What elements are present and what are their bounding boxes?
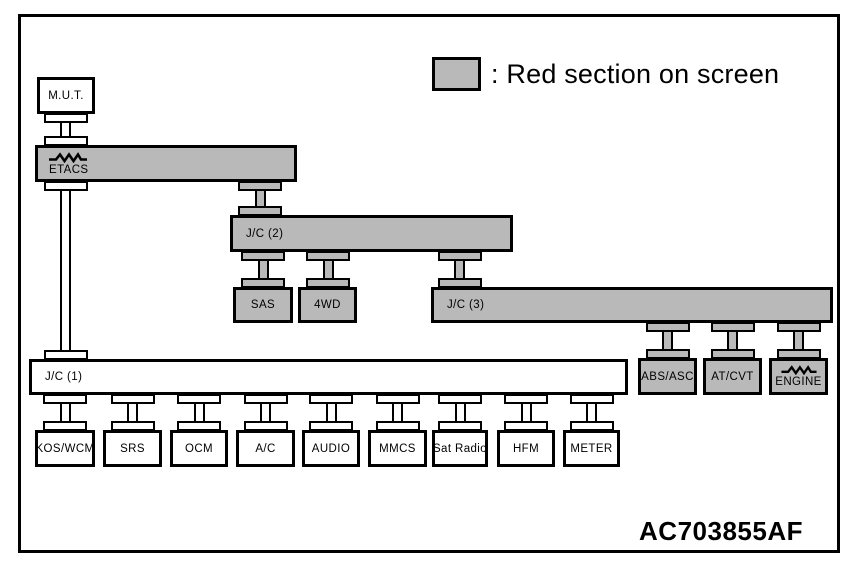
node-jc3-bar: J/C (3) <box>431 287 833 323</box>
connector-stub <box>43 394 87 404</box>
connector-pipe <box>454 260 465 279</box>
connector-stub <box>43 113 88 123</box>
connector-stub <box>710 322 755 332</box>
connector-pipe <box>586 403 597 422</box>
node-ac: A/C <box>236 430 295 467</box>
connector-stub <box>177 394 221 404</box>
connector-pipe <box>662 331 673 350</box>
resistor-zigzag-icon <box>49 151 87 163</box>
diagram-border <box>18 14 840 553</box>
node-jc3-label: J/C (3) <box>447 299 485 311</box>
node-srs: SRS <box>103 430 162 467</box>
connector-stub <box>438 394 482 404</box>
node-ocm: OCM <box>170 430 228 467</box>
connector-pipe <box>193 403 205 422</box>
resistor-zigzag-icon <box>780 365 817 375</box>
node-engine: ENGINE <box>769 358 828 395</box>
connector-stub <box>243 394 288 404</box>
connector-pipe <box>60 122 71 137</box>
connector-stub <box>776 322 821 332</box>
node-meter-label: METER <box>570 442 613 455</box>
node-hfm-label: HFM <box>512 442 540 455</box>
legend-label: : Red section on screen <box>491 58 780 89</box>
connector-pipe <box>325 403 337 422</box>
node-mmcs: MMCS <box>368 430 427 467</box>
node-jc2-bar: J/C (2) <box>230 215 513 252</box>
node-etacs-bar: ETACS <box>35 145 297 182</box>
node-kos-wcm-label: KOS/WCM <box>35 442 95 455</box>
node-audio-label: AUDIO <box>311 442 351 455</box>
connector-pipe <box>127 403 138 422</box>
connector-stub <box>504 394 548 404</box>
node-abs-asc: ABS/ASC <box>638 358 697 395</box>
connector-pipe <box>59 403 71 422</box>
connector-pipe <box>60 190 71 351</box>
node-mut-label: M.U.T. <box>48 89 84 102</box>
figure-code: AC703855AF <box>639 516 803 546</box>
node-engine-label: ENGINE <box>775 376 822 388</box>
connector-stub <box>306 251 350 261</box>
connector-stub <box>238 181 282 191</box>
node-sat-radio-label: Sat Radio <box>432 442 488 455</box>
node-hfm: HFM <box>497 430 555 467</box>
connector-stub <box>43 181 88 191</box>
legend-red-section-swatch <box>432 57 481 91</box>
connector-pipe <box>257 260 269 279</box>
node-mmcs-label: MMCS <box>379 442 416 455</box>
connector-pipe <box>254 190 266 207</box>
connector-pipe <box>322 260 334 279</box>
node-meter: METER <box>563 430 620 467</box>
node-jc2-label: J/C (2) <box>246 227 284 240</box>
node-at-cvt: AT/CVT <box>703 358 762 395</box>
connector-stub <box>375 394 420 404</box>
node-4wd-label: 4WD <box>314 299 341 311</box>
node-abs-asc-label: ABS/ASC <box>641 370 694 383</box>
node-4wd: 4WD <box>298 287 357 323</box>
connector-pipe <box>727 331 738 350</box>
node-sas-label: SAS <box>250 299 276 311</box>
node-sas: SAS <box>233 287 293 323</box>
node-etacs-label: ETACS <box>49 163 89 176</box>
connector-stub <box>110 394 155 404</box>
connector-pipe <box>520 403 532 422</box>
connector-stub <box>645 322 690 332</box>
connector-pipe <box>392 403 403 422</box>
node-ocm-label: OCM <box>184 442 214 455</box>
node-sat-radio: Sat Radio <box>432 430 488 467</box>
connector-stub <box>241 251 285 261</box>
connector-stub <box>309 394 353 404</box>
connector-pipe <box>454 403 466 422</box>
connector-stub <box>569 394 614 404</box>
connector-pipe <box>260 403 271 422</box>
node-kos-wcm: KOS/WCM <box>35 430 95 467</box>
node-jc1-label: J/C (1) <box>45 371 83 383</box>
node-srs-label: SRS <box>120 442 145 455</box>
node-mut: M.U.T. <box>37 77 95 114</box>
connector-stub <box>437 251 482 261</box>
connector-pipe <box>793 331 804 350</box>
node-at-cvt-label: AT/CVT <box>711 370 754 383</box>
node-ac-label: A/C <box>255 442 276 455</box>
node-jc1-bar: J/C (1) <box>29 359 628 395</box>
node-audio: AUDIO <box>302 430 360 467</box>
